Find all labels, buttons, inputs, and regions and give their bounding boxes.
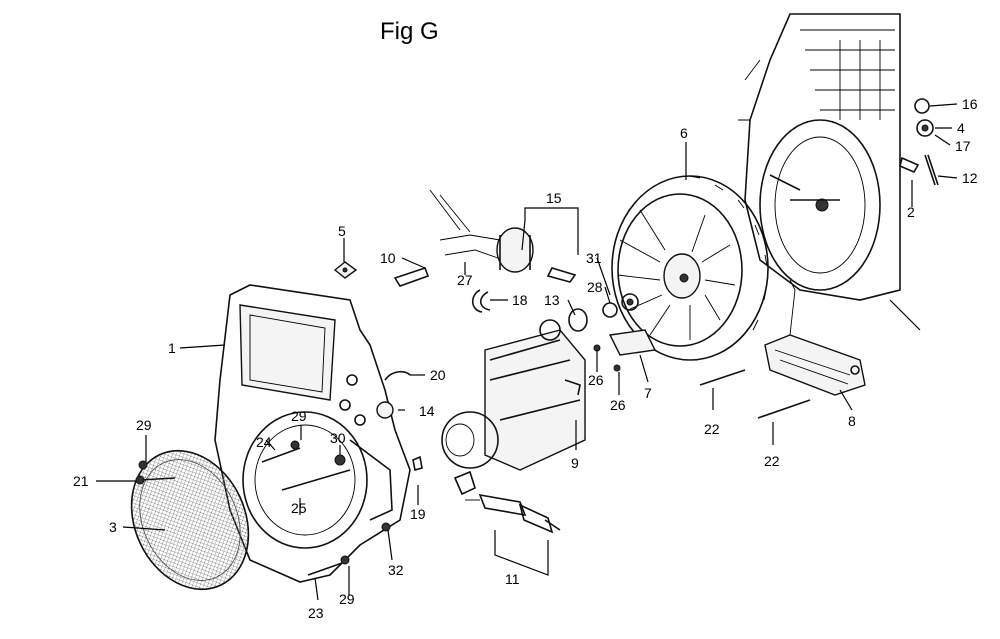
spark-plug bbox=[465, 493, 561, 534]
callout-24: 24 bbox=[256, 434, 272, 450]
callout-8: 8 bbox=[848, 413, 856, 429]
callout-7: 7 bbox=[644, 385, 652, 401]
callout-11: 11 bbox=[505, 571, 520, 587]
callout-22-upper: 22 bbox=[704, 421, 720, 437]
flywheel bbox=[611, 175, 769, 361]
callout-12: 12 bbox=[962, 170, 978, 186]
callout-3: 3 bbox=[109, 519, 117, 535]
callout-29-bottom: 29 bbox=[339, 591, 355, 607]
center-small-parts bbox=[333, 261, 657, 496]
callout-23: 23 bbox=[308, 605, 324, 621]
callout-9: 9 bbox=[571, 455, 579, 471]
leader-lines bbox=[96, 103, 958, 601]
starter-motor bbox=[441, 319, 586, 471]
callout-32: 32 bbox=[388, 562, 404, 578]
bolts bbox=[135, 344, 811, 576]
air-intake-screen bbox=[130, 449, 250, 591]
callout-17: 17 bbox=[955, 138, 971, 154]
figure-title: Fig G bbox=[380, 18, 439, 45]
callout-29-left: 29 bbox=[136, 417, 152, 433]
ignition-coil bbox=[764, 279, 866, 396]
engine-crankcase bbox=[738, 13, 901, 301]
callout-10: 10 bbox=[380, 250, 396, 266]
crankcase-small-parts bbox=[899, 98, 939, 186]
callout-2: 2 bbox=[907, 204, 915, 220]
regulator-assembly bbox=[429, 189, 577, 283]
callout-29-center: 29 bbox=[291, 408, 307, 424]
callout-14: 14 bbox=[419, 403, 435, 419]
callout-16: 16 bbox=[962, 96, 978, 112]
callout-20: 20 bbox=[430, 367, 446, 383]
callout-26-upper: 26 bbox=[588, 372, 604, 388]
callout-22-lower: 22 bbox=[764, 453, 780, 469]
callout-15: 15 bbox=[546, 190, 562, 206]
callout-labels: 1 2 3 4 5 6 7 8 9 10 11 12 13 14 15 16 1… bbox=[73, 96, 978, 621]
callout-13: 13 bbox=[544, 292, 560, 308]
callout-5: 5 bbox=[338, 223, 346, 239]
callout-18: 18 bbox=[512, 292, 528, 308]
callout-28: 28 bbox=[587, 279, 603, 295]
callout-1: 1 bbox=[168, 340, 176, 356]
callout-19: 19 bbox=[410, 506, 426, 522]
callout-25: 25 bbox=[291, 500, 307, 516]
callout-27: 27 bbox=[457, 272, 473, 288]
callout-4: 4 bbox=[957, 120, 965, 136]
callout-30: 30 bbox=[330, 430, 346, 446]
callout-6: 6 bbox=[680, 125, 688, 141]
callout-21: 21 bbox=[73, 473, 89, 489]
callout-26-lower: 26 bbox=[610, 397, 626, 413]
callout-31: 31 bbox=[586, 250, 602, 266]
